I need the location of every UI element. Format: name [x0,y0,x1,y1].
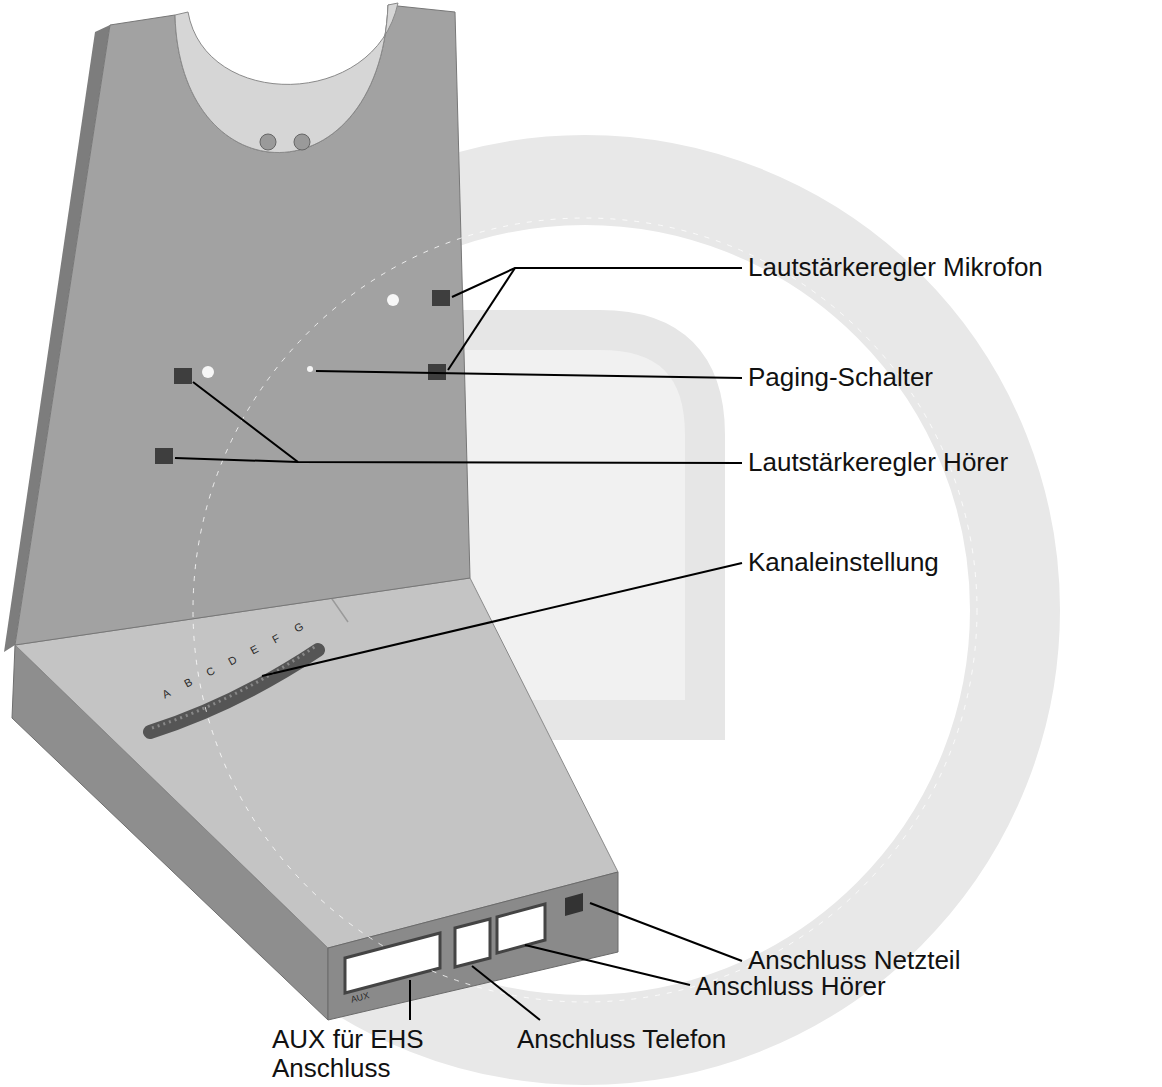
callout-label: Lautstärkeregler Mikrofon [748,253,1043,282]
callout-label: Paging-Schalter [748,363,933,392]
printed-marking: D [226,653,239,667]
printed-marking: E [248,643,260,657]
device [4,3,618,1020]
printed-marking: G [292,620,305,635]
callout-label: Anschluss Netzteil [748,946,960,975]
callout-label: AUX für EHS Anschluss [272,1025,472,1083]
callout-label: Anschluss Telefon [517,1025,726,1054]
printed-marking: F [270,632,282,646]
printed-marking: B [182,676,194,690]
printed-marking: A [160,687,172,701]
callout-label: Kanaleinstellung [748,548,939,577]
printed-marking: AUX [350,991,370,1005]
leader-lines [175,268,742,1020]
callout-label: Lautstärkeregler Hörer [748,448,1008,477]
printed-marking: C [204,664,217,678]
callout-label: Anschluss Hörer [695,972,886,1001]
